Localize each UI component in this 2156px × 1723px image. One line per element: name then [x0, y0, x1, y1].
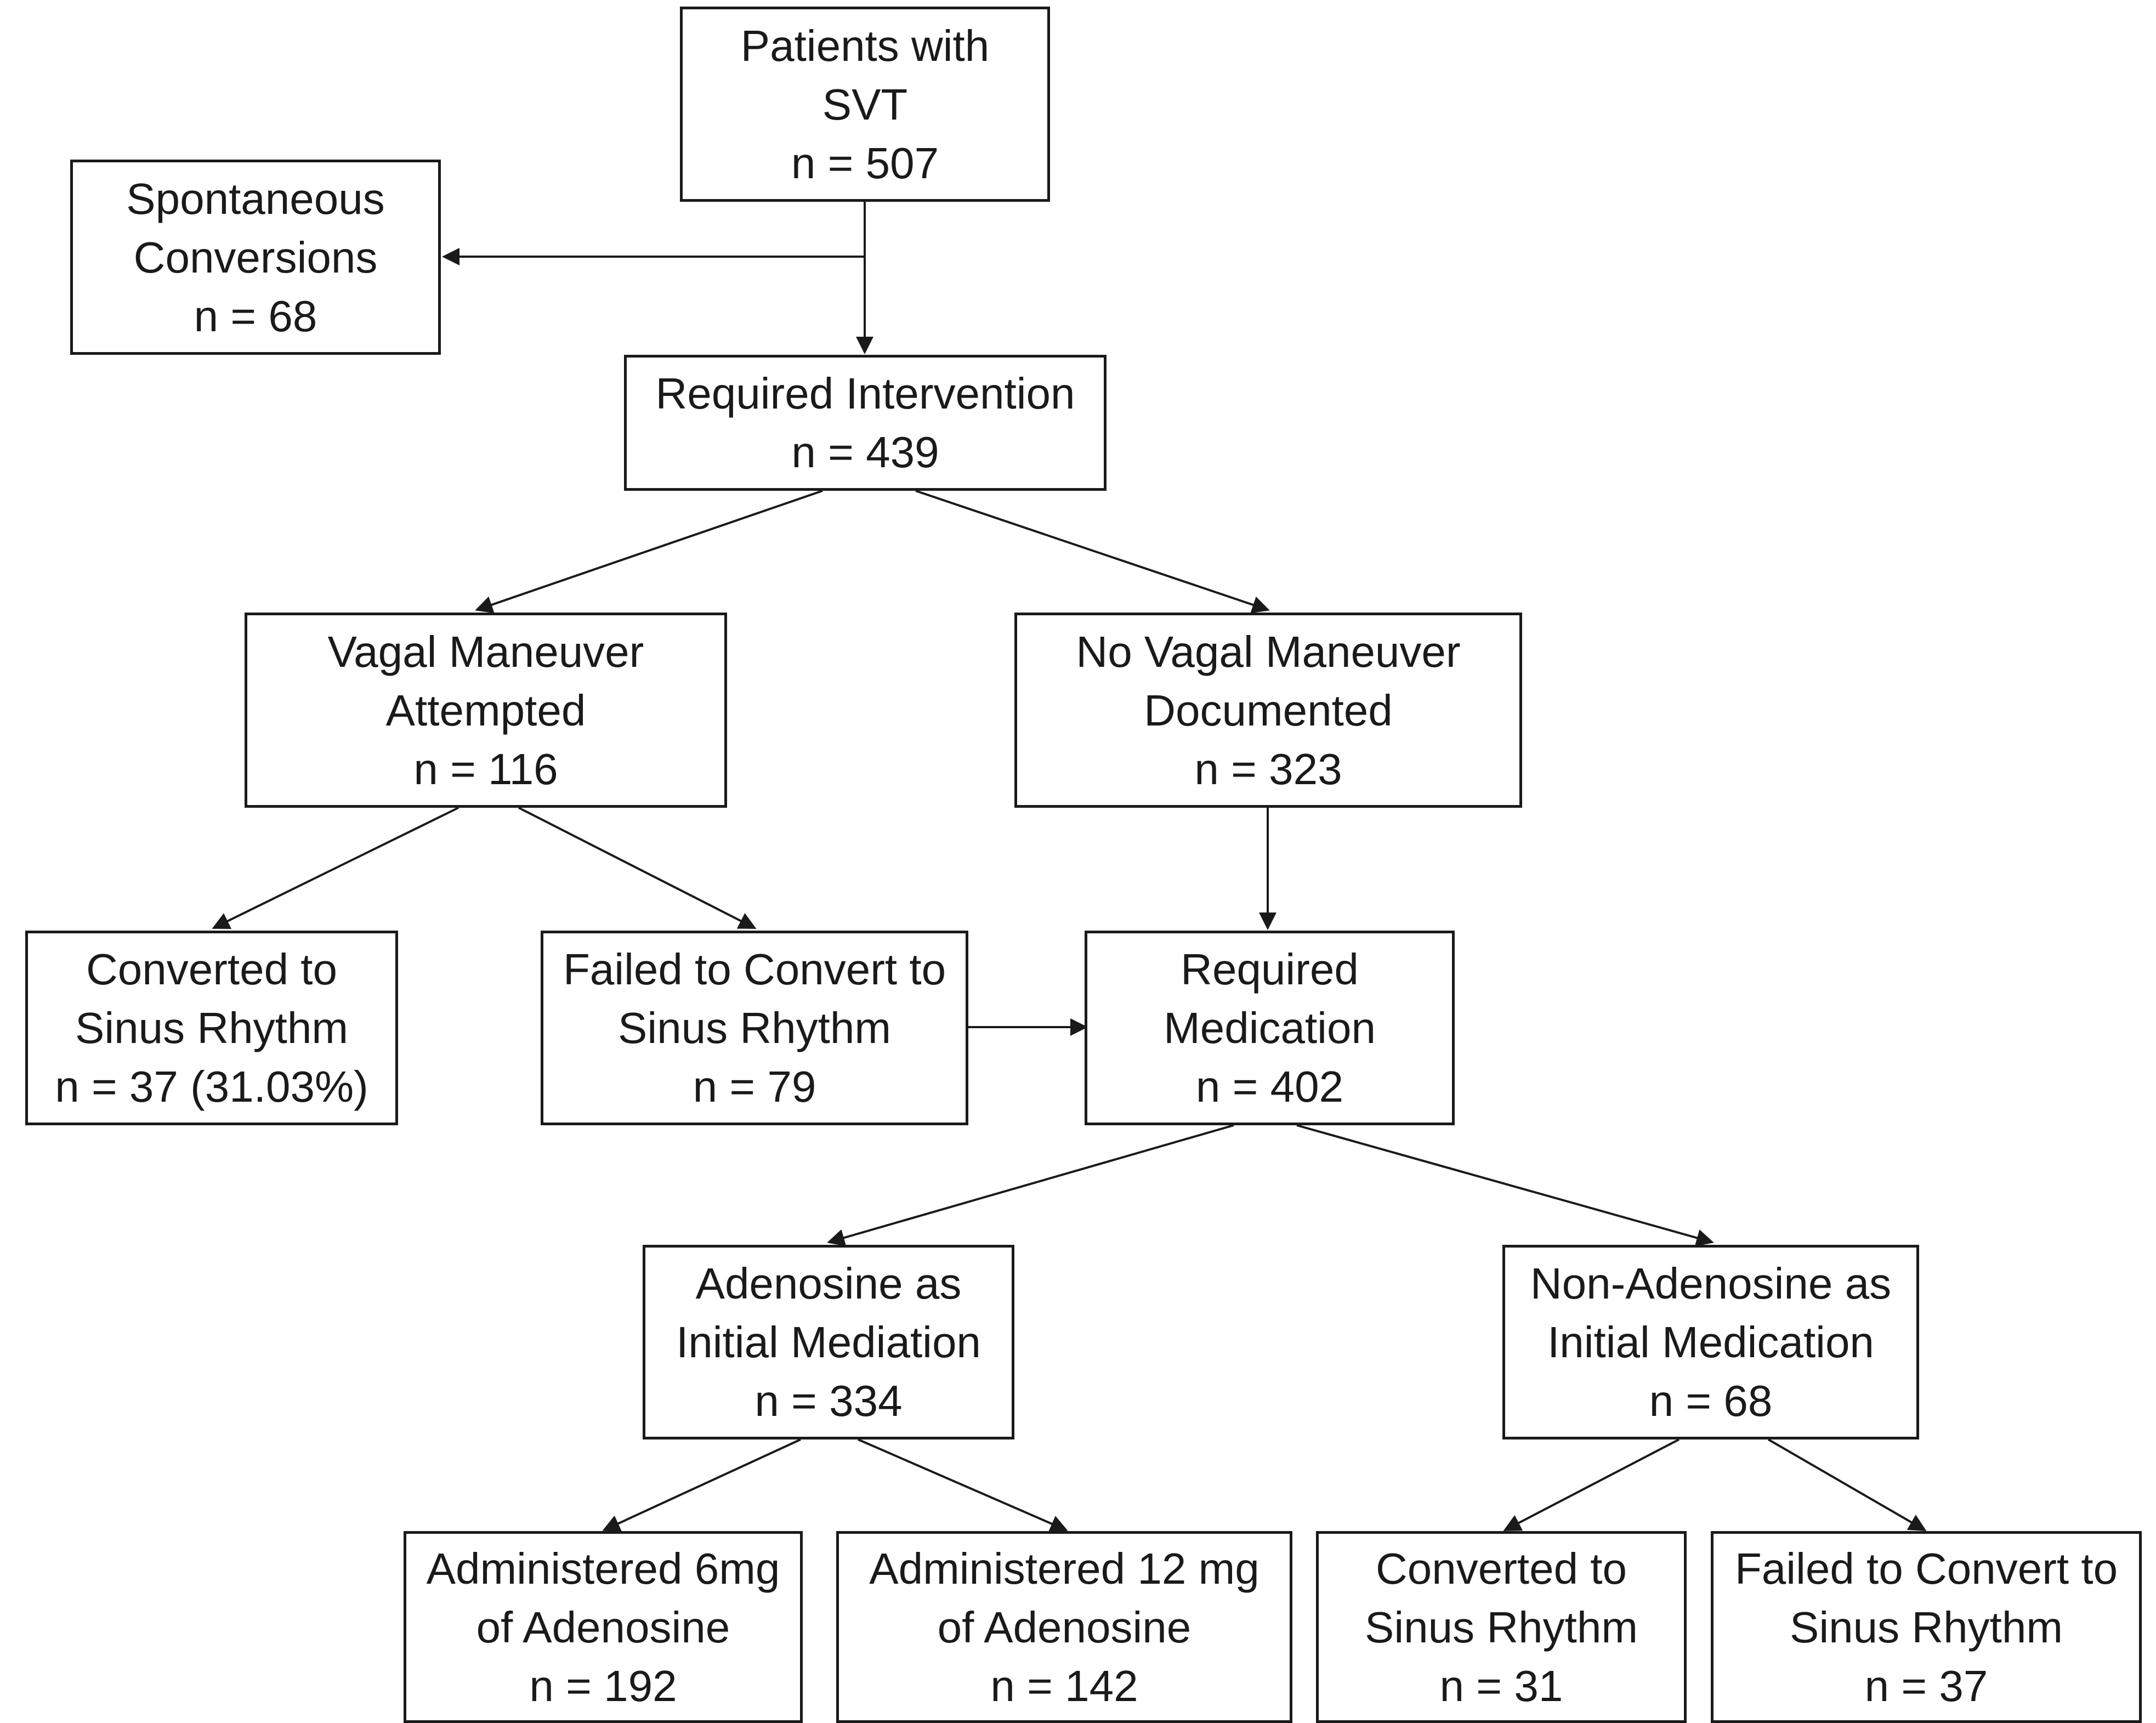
node-line: Administered 6mg: [426, 1544, 780, 1593]
node-line: Converted to: [1375, 1544, 1627, 1593]
node-required-intervention: Required Intervention n = 439: [624, 355, 1107, 491]
node-line: Medication: [1164, 1004, 1376, 1052]
node-administered-12mg-adenosine: Administered 12 mg of Adenosine n = 142: [836, 1531, 1292, 1723]
node-line: Conversions: [133, 233, 378, 282]
node-line: Documented: [1144, 685, 1393, 735]
connector-adenosine-to-12mg: [858, 1438, 1068, 1532]
node-line: n = 116: [413, 744, 558, 794]
node-text: Failed to Convert to Sinus Rhythm n = 79: [563, 940, 946, 1116]
node-line: Administered 12 mg: [869, 1544, 1259, 1593]
connector-medication-to-non-adenosine: [1296, 1124, 1714, 1246]
node-line: SVT: [822, 80, 908, 129]
node-text: Converted to Sinus Rhythm n = 37 (31.03%…: [55, 940, 368, 1116]
node-line: Patients with: [740, 21, 990, 70]
node-non-adenosine-initial-medication: Non-Adenosine as Initial Medication n = …: [1502, 1245, 1919, 1439]
node-spontaneous-conversions: Spontaneous Conversions n = 68: [70, 160, 441, 355]
node-line: Attempted: [385, 685, 586, 735]
node-vagal-maneuver-attempted: Vagal Maneuver Attempted n = 116: [245, 613, 727, 808]
node-text: Administered 12 mg of Adenosine n = 142: [869, 1539, 1259, 1715]
node-vagal-failed-to-convert: Failed to Convert to Sinus Rhythm n = 79: [541, 931, 968, 1125]
node-line: Required Intervention: [655, 369, 1075, 418]
node-line: Vagal Maneuver: [327, 627, 644, 676]
node-administered-6mg-adenosine: Administered 6mg of Adenosine n = 192: [404, 1531, 803, 1723]
connector-non-adenosine-to-converted: [1503, 1438, 1680, 1531]
node-line: Sinus Rhythm: [1365, 1602, 1638, 1652]
node-line: n = 68: [194, 291, 317, 341]
connector-vagal-to-failed: [518, 807, 757, 929]
node-line: of Adenosine: [476, 1602, 730, 1652]
node-non-adenosine-failed: Failed to Convert to Sinus Rhythm n = 37: [1711, 1531, 2142, 1723]
node-text: Adenosine as Initial Mediation n = 334: [676, 1254, 981, 1430]
node-line: Initial Mediation: [676, 1318, 981, 1367]
node-line: Sinus Rhythm: [618, 1004, 891, 1052]
connector-medication-to-adenosine: [827, 1124, 1234, 1246]
connector-vagal-to-converted: [212, 807, 459, 929]
node-text: Non-Adenosine as Initial Medication n = …: [1530, 1254, 1891, 1430]
node-line: Initial Medication: [1547, 1318, 1874, 1367]
node-text: Required Intervention n = 439: [656, 364, 1075, 481]
node-line: n = 79: [693, 1062, 816, 1111]
node-line: n = 31: [1439, 1661, 1563, 1710]
connector-intervention-to-vagal-attempted: [475, 490, 823, 614]
connector-non-adenosine-to-failed: [1767, 1438, 1927, 1532]
node-vagal-converted-to-sinus-rhythm: Converted to Sinus Rhythm n = 37 (31.03%…: [25, 931, 398, 1125]
node-text: Vagal Maneuver Attempted n = 116: [328, 622, 644, 798]
node-line: n = 439: [791, 428, 939, 477]
node-line: of Adenosine: [937, 1602, 1192, 1652]
node-non-adenosine-converted: Converted to Sinus Rhythm n = 31: [1316, 1531, 1687, 1723]
node-line: n = 192: [529, 1661, 677, 1710]
node-line: Spontaneous: [126, 174, 385, 223]
node-line: n = 37 (31.03%): [55, 1062, 368, 1111]
node-text: Converted to Sinus Rhythm n = 31: [1365, 1539, 1638, 1715]
node-no-vagal-maneuver-documented: No Vagal Maneuver Documented n = 323: [1014, 613, 1522, 808]
node-text: No Vagal Maneuver Documented n = 323: [1076, 622, 1460, 798]
connector-intervention-to-no-vagal: [915, 490, 1270, 614]
node-text: Required Medication n = 402: [1164, 940, 1376, 1116]
node-text: Spontaneous Conversions n = 68: [126, 169, 385, 345]
node-line: Failed to Convert to: [1734, 1544, 2118, 1593]
node-line: n = 402: [1195, 1062, 1344, 1111]
node-line: n = 68: [1649, 1376, 1773, 1425]
node-line: Failed to Convert to: [563, 945, 946, 994]
node-line: n = 142: [990, 1661, 1138, 1710]
node-patients-with-svt: Patients with SVT n = 507: [680, 7, 1050, 202]
node-line: Sinus Rhythm: [75, 1004, 348, 1052]
node-line: Adenosine as: [695, 1259, 962, 1308]
node-line: n = 334: [754, 1376, 903, 1425]
node-line: n = 323: [1194, 744, 1342, 794]
node-text: Failed to Convert to Sinus Rhythm n = 37: [1735, 1539, 2118, 1715]
node-text: Patients with SVT n = 507: [741, 16, 990, 192]
node-line: Converted to: [86, 945, 338, 994]
node-line: Required: [1181, 945, 1359, 994]
node-line: n = 507: [791, 138, 939, 188]
node-adenosine-initial-mediation: Adenosine as Initial Mediation n = 334: [643, 1245, 1014, 1439]
node-line: n = 37: [1864, 1661, 1988, 1710]
node-line: No Vagal Maneuver: [1076, 627, 1461, 676]
node-required-medication: Required Medication n = 402: [1085, 931, 1455, 1125]
node-line: Sinus Rhythm: [1790, 1602, 2063, 1652]
node-text: Administered 6mg of Adenosine n = 192: [427, 1539, 780, 1715]
connector-adenosine-to-6mg: [602, 1438, 801, 1532]
node-line: Non-Adenosine as: [1530, 1259, 1892, 1308]
